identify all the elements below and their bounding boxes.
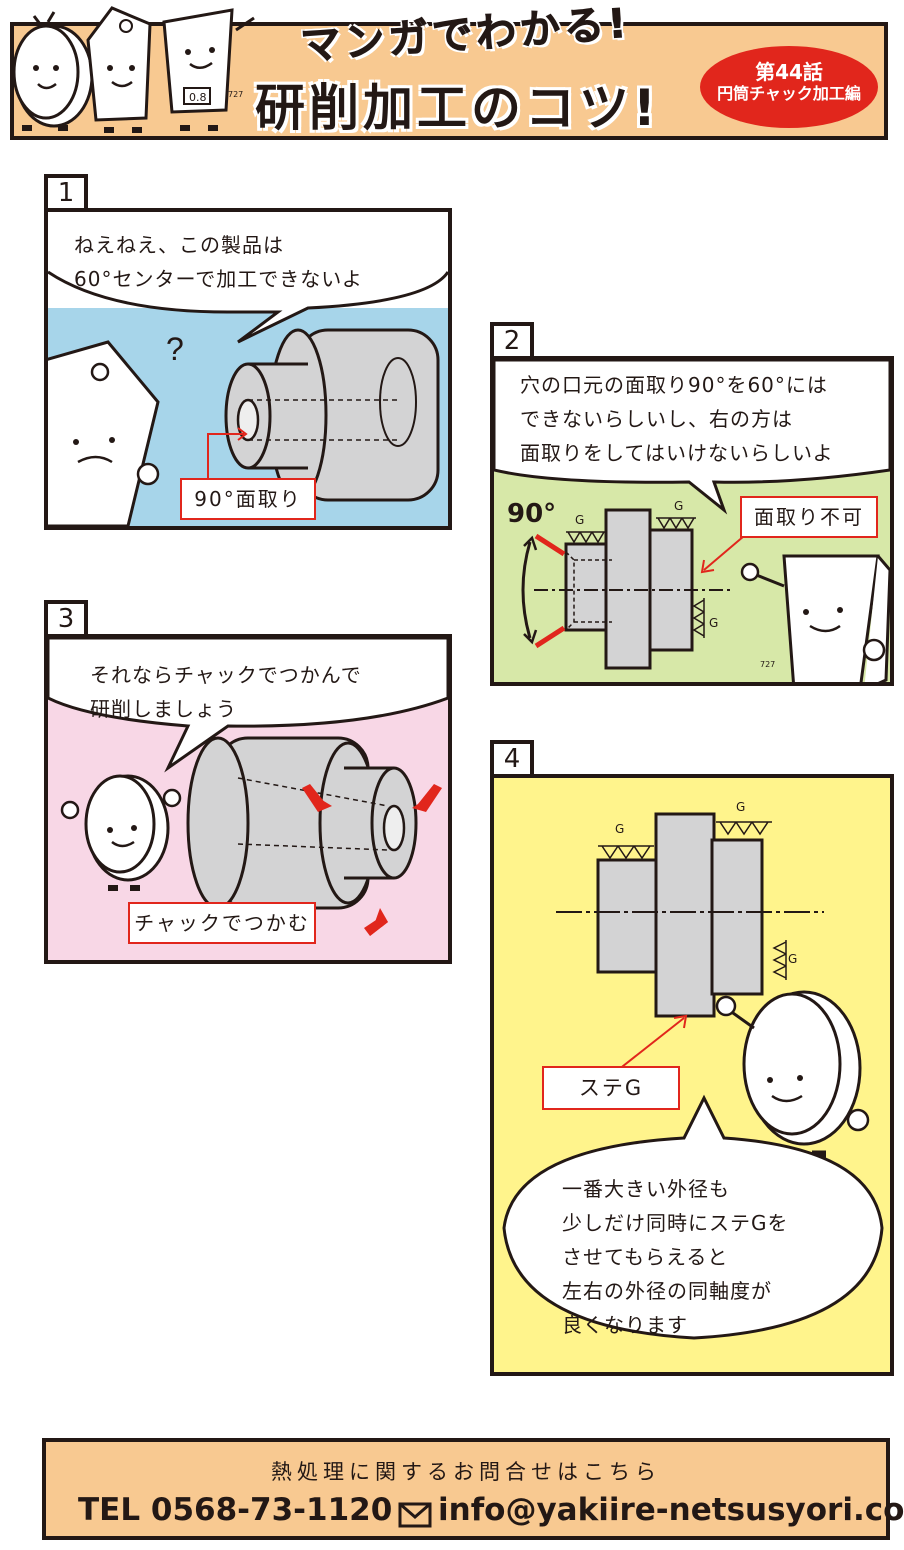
wheel-character-icon (60, 774, 182, 891)
header-mascots (12, 6, 255, 133)
panel-4-speech-line-1: 一番大きい外径も (562, 1177, 730, 1201)
inquiry-text: 熱処理に関するお問合せはこちら (271, 1460, 661, 1484)
contact-footer: 熱処理に関するお問合せはこちら TEL 0568-73-1120 info@ya… (42, 1438, 904, 1540)
panel-1-art: ? (48, 270, 448, 526)
panel-1-speech-line-2: 60°センターで加工できないよ (74, 267, 363, 291)
episode-badge: 第44話 円筒チャック加工編 (700, 46, 878, 128)
panel-3-number: 3 (44, 600, 88, 638)
panel-2 (490, 356, 894, 686)
panel-2-angle: 90° (507, 499, 557, 529)
panel-2-art (494, 360, 890, 682)
panel-4 (490, 774, 894, 1376)
wheel-character-icon (715, 990, 870, 1158)
page-title: 研削加工のコツ! (255, 79, 660, 137)
panel-4-art (502, 812, 884, 1340)
header-mascot-sign: 727 (228, 90, 244, 99)
panel-4-label: ステG (542, 1066, 680, 1110)
panel-2-speech-line-2: できないらしいし、右の方は (520, 407, 793, 431)
mail-icon (398, 1502, 432, 1528)
panel-1-number: 1 (44, 174, 88, 212)
panel-1-speech-line-1: ねえねえ、この製品は (74, 233, 284, 257)
panel-2-speech-line-1: 穴の口元の面取り90°を60°には (520, 373, 828, 397)
episode-number: 第44話 (755, 60, 823, 84)
stepped-shaft-icon (534, 508, 734, 670)
panel-2-g-mark-2: G (674, 499, 684, 513)
panel-3-speech-line-1: それならチャックでつかんで (90, 663, 362, 687)
panel-4-speech-line-3: させてもらえると (562, 1245, 729, 1269)
panel-2-number: 2 (490, 322, 534, 360)
panel-4-number: 4 (490, 740, 534, 778)
stepped-shaft-icon (556, 812, 824, 1018)
grinding-symbol-icon (598, 821, 787, 980)
panel-1-label: 90°面取り (180, 478, 316, 520)
block-character-icon (740, 554, 890, 682)
tag-mascot-icon (86, 6, 152, 133)
panel-4-g-mark-2: G (736, 800, 746, 814)
question-mark: ? (166, 331, 184, 367)
panel-1: ? (44, 208, 452, 530)
panel-3-art (48, 638, 448, 936)
cylinder-part-icon (224, 328, 440, 502)
panel-4-speech-line-5: 良くなります (562, 1313, 688, 1337)
panel-2-g-mark-3: G (709, 616, 719, 630)
panel-3 (44, 634, 452, 964)
panel-2-g-mark-1: G (575, 513, 585, 527)
phone-number[interactable]: TEL 0568-73-1120 (78, 1492, 393, 1528)
cylinder-part-icon (186, 736, 418, 910)
episode-subtitle: 円筒チャック加工編 (717, 84, 861, 103)
panel-2-mascot-sign: 727 (760, 660, 776, 669)
panel-4-g-mark-3: G (788, 952, 798, 966)
header-mascot-tag: 0.8 (189, 91, 207, 104)
panel-2-label: 面取り不可 (740, 496, 878, 538)
email-link[interactable]: info@yakiire-netsusyori.com (438, 1492, 904, 1528)
clamp-arrow-icon (302, 784, 442, 936)
panel-4-g-mark-1: G (615, 822, 625, 836)
panel-4-speech-line-2: 少しだけ同時にステGを (562, 1211, 789, 1235)
panel-3-label: チャックでつかむ (128, 902, 316, 944)
grinding-symbol-icon (566, 517, 705, 638)
panel-4-speech-line-4: 左右の外径の同軸度が (562, 1279, 772, 1303)
panel-2-speech-line-3: 面取りをしてはいけないらしいよ (520, 441, 834, 465)
panel-3-speech-line-2: 研削しましょう (90, 697, 237, 721)
tag-character-icon (48, 340, 160, 526)
wheel-mascot-icon (12, 11, 94, 131)
block-mascot-icon (162, 8, 255, 131)
